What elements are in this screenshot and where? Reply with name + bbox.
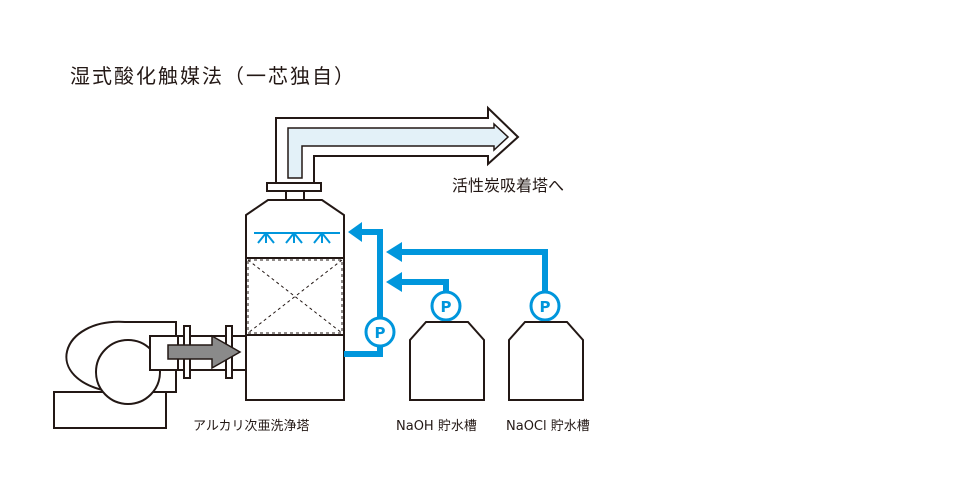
naoh-tank [409, 321, 485, 401]
tower-neck [285, 190, 305, 201]
naocl-feed-line [386, 242, 548, 292]
pump-circle [364, 316, 396, 348]
naocl-tank-label: NaOCl 貯水槽 [506, 419, 590, 434]
blower-hub [95, 339, 161, 405]
pump-label: P [441, 298, 452, 316]
scrubber-label: アルカリ次亜洗浄塔 [193, 418, 309, 434]
nozzle-1 [257, 232, 275, 244]
nozzle-3 [313, 232, 331, 244]
gas-inlet-arrow [167, 334, 242, 370]
naoh-tank-label: NaOH 貯水槽 [396, 419, 477, 434]
pump-naocl: P [529, 290, 561, 322]
pump-circle [529, 290, 561, 322]
tower-body [245, 199, 345, 401]
naocl-tank [508, 321, 584, 401]
tower-top-flange [266, 182, 322, 192]
circulation-line [344, 222, 383, 357]
naoh-feed-line [386, 272, 449, 292]
pump-label: P [375, 324, 386, 342]
scrubber-tower [245, 182, 345, 401]
packed-bed [247, 259, 343, 334]
destination-label: 活性炭吸着塔へ [452, 176, 564, 195]
pump-circle [430, 290, 462, 322]
blower [53, 320, 181, 429]
pump-circulation: P [364, 316, 396, 348]
pump-naoh: P [430, 290, 462, 322]
nozzle-2 [285, 232, 303, 244]
pump-label: P [540, 298, 551, 316]
diagram-title: 湿式酸化触媒法（一芯独自） [70, 64, 356, 88]
spray-nozzles [254, 232, 340, 244]
exhaust-flow [287, 122, 510, 179]
